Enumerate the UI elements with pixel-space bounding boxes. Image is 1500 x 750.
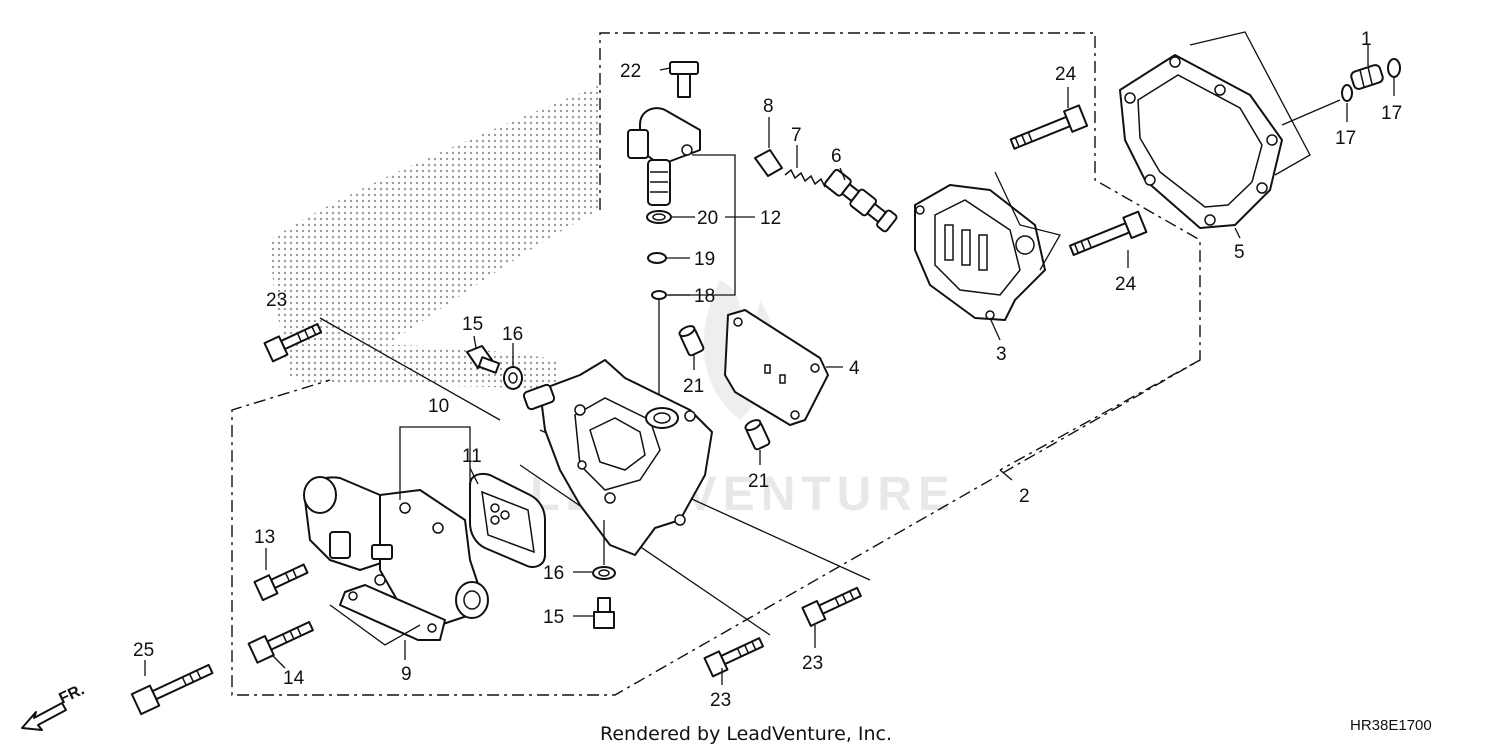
part-17-washers (1341, 58, 1401, 122)
callout-17-right: 17 (1381, 103, 1402, 124)
callout-23-left: 23 (266, 290, 287, 311)
callout-11: 11 (462, 446, 482, 467)
callout-23-right: 23 (802, 653, 823, 674)
part-18-oring (651, 290, 690, 410)
part-16-washer-lower (573, 520, 616, 580)
rendered-by-credit: Rendered by LeadVenture, Inc. (600, 723, 892, 745)
part-23-bolt-top-left (263, 323, 323, 363)
part-21-dowels (678, 325, 771, 465)
part-15-plug-upper (466, 335, 501, 374)
part-14-bolt (247, 621, 314, 669)
callout-22: 22 (620, 61, 641, 82)
callout-10: 10 (428, 396, 449, 417)
callout-13: 13 (254, 527, 275, 548)
callout-24-lower: 24 (1115, 274, 1137, 295)
front-direction-marker: FR. (21, 681, 88, 731)
callout-2: 2 (1019, 486, 1030, 507)
callout-16-lower: 16 (543, 563, 564, 584)
arrow-icon (21, 702, 67, 731)
callout-5: 5 (1234, 242, 1245, 263)
callout-3: 3 (996, 344, 1007, 365)
part-13-bolt (253, 548, 309, 602)
part-4-separator-plate (724, 309, 843, 426)
part-23-bolt-bottom-middle (703, 637, 764, 685)
callout-1: 1 (1361, 29, 1372, 50)
callout-20: 20 (697, 208, 718, 229)
callout-25: 25 (133, 640, 154, 661)
part-10-solenoid-valve (303, 426, 489, 626)
callout-6: 6 (831, 146, 842, 167)
callout-8: 8 (763, 96, 774, 117)
callout-15-upper: 15 (462, 314, 483, 335)
part-7-spring (784, 145, 826, 188)
part-11-gasket (469, 467, 546, 568)
diagram-code: HR38E1700 (1350, 717, 1432, 734)
callout-16-upper: 16 (502, 324, 523, 345)
part-6-spool-valve (824, 167, 898, 233)
part-9-plate (329, 584, 446, 660)
part-24-bolts (1009, 87, 1148, 268)
part-12-solenoid (627, 61, 736, 296)
part-1-fitting (1350, 45, 1384, 90)
front-label: FR. (57, 681, 88, 707)
callout-labels: 1 2 3 4 5 6 7 8 9 10 11 12 13 14 15 15 1… (133, 29, 1402, 711)
callout-18: 18 (694, 286, 715, 307)
part-2-valve-body (522, 359, 1013, 556)
callout-21-upper: 21 (683, 376, 704, 397)
part-15-plug-lower (573, 597, 615, 629)
callout-21-lower: 21 (748, 471, 769, 492)
callout-7: 7 (791, 125, 802, 146)
callout-24-upper: 24 (1055, 64, 1077, 85)
callout-15-lower: 15 (543, 607, 564, 628)
part-16-washer-upper (503, 343, 523, 390)
callout-19: 19 (694, 249, 715, 270)
part-23-bolt-bottom-right (801, 586, 862, 648)
part-25-bolt (130, 660, 214, 716)
part-3-cover (914, 171, 1061, 341)
callout-17-left: 17 (1335, 128, 1356, 149)
callout-14: 14 (283, 668, 305, 689)
part-8-plate (754, 117, 783, 177)
callout-4: 4 (849, 358, 860, 379)
callout-9: 9 (401, 664, 412, 685)
part-5-gasket (1119, 31, 1341, 239)
part-19-oring (647, 252, 690, 264)
callout-12: 12 (760, 208, 781, 229)
dotted-logo-background (270, 85, 600, 390)
callout-23-bottom: 23 (710, 690, 731, 711)
part-20-oring (646, 210, 755, 224)
